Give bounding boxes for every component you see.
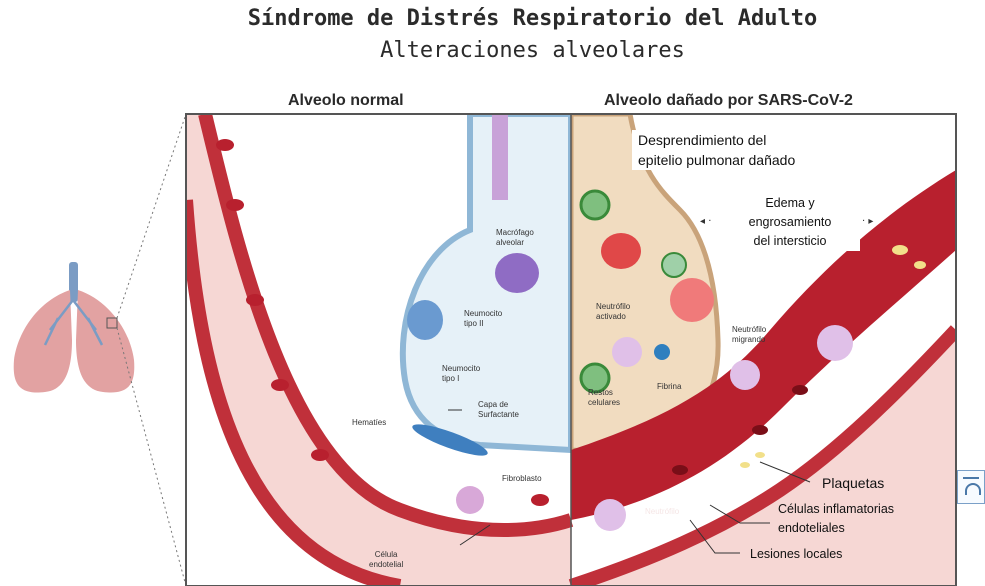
annotation-inflammatory: Células inflamatorias endoteliales bbox=[778, 500, 894, 538]
label-neutrophil: Neutrófilo bbox=[645, 507, 679, 517]
virus-icon bbox=[654, 344, 670, 360]
label-rbc: Hematíes bbox=[352, 418, 386, 428]
macrophage-cell bbox=[495, 253, 539, 293]
page-side-icon[interactable] bbox=[957, 470, 985, 504]
activated-neutrophil-cell bbox=[670, 278, 714, 322]
virus-icon bbox=[662, 253, 686, 277]
red-cell bbox=[601, 233, 641, 269]
label-fibroblast: Fibroblasto bbox=[502, 474, 542, 484]
virus-icon bbox=[581, 191, 609, 219]
annotation-epithelium: Desprendimiento del epitelio pulmonar da… bbox=[632, 130, 801, 170]
lung-icon bbox=[14, 262, 135, 393]
type2-pneumocyte-cell bbox=[407, 300, 443, 340]
zoom-line-top bbox=[117, 114, 186, 318]
right-arrow-icon: · ▸ bbox=[862, 216, 873, 227]
annotation-platelets: Plaquetas bbox=[822, 473, 884, 493]
neutrophil-cell bbox=[612, 337, 642, 367]
annotation-edema: Edema y engrosamiento del intersticio bbox=[720, 194, 860, 251]
zoom-line-bottom bbox=[117, 328, 186, 586]
left-arrow-icon: ◂ · bbox=[700, 216, 711, 227]
annotation-local-lesions: Lesiones locales bbox=[750, 545, 842, 564]
label-fibrin: Fibrina bbox=[657, 382, 681, 392]
